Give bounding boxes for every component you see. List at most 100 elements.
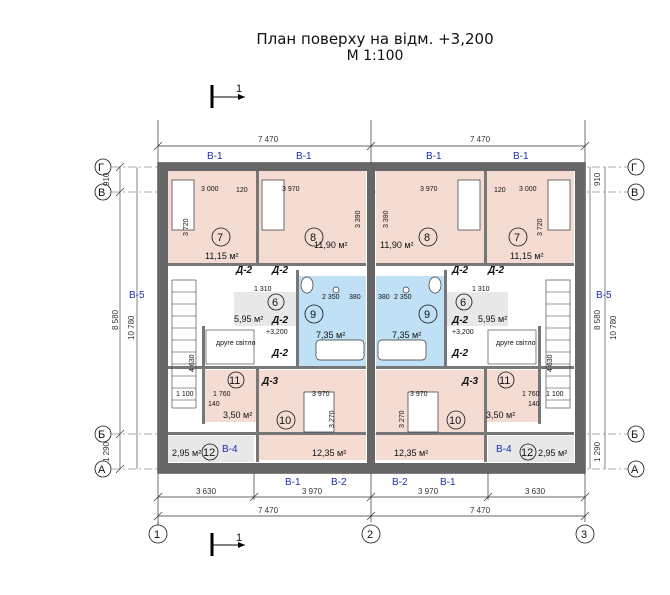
door-label: Д-3 — [461, 376, 479, 387]
dim-bottom-total: 7 470 — [258, 506, 279, 515]
room-dim: 3 970 — [312, 391, 330, 398]
stair-right — [487, 279, 571, 409]
dim-left-10780: 10 780 — [127, 315, 136, 340]
dim-right-8580: 8 580 — [593, 309, 602, 330]
room-area: 2,95 м² — [538, 448, 567, 458]
room-area: 5,95 м² — [234, 314, 263, 324]
axis-label-V: В — [98, 187, 105, 199]
dim-right-10780: 10 780 — [609, 315, 618, 340]
room-area: 11,90 м² — [314, 240, 348, 250]
room-number: 6 — [272, 297, 278, 309]
window-label: В-4 — [222, 444, 238, 455]
axis-label-B: Б — [631, 429, 638, 441]
room-dim: 3 970 — [410, 391, 428, 398]
dim-bottom-total: 7 470 — [470, 506, 491, 515]
plan-scale: М 1:100 — [346, 48, 404, 64]
window-label: В-1 — [285, 477, 301, 488]
room-number: 10 — [449, 415, 461, 427]
dim-top-right: 7 470 — [470, 135, 491, 144]
room-area: 7,35 м² — [316, 330, 345, 340]
window-label: В-1 — [440, 477, 456, 488]
dim-bottom-part: 3 630 — [525, 487, 546, 496]
room-dim: 1 310 — [472, 286, 490, 293]
room-dim: 4 630 — [547, 354, 554, 372]
dim-left-1290: 1 290 — [102, 441, 111, 462]
window-label: В-5 — [596, 290, 612, 301]
section-mark-label: 1 — [236, 532, 242, 544]
room-number: 8 — [424, 232, 430, 244]
room-circles — [201, 227, 537, 461]
dim-bottom-part: 3 970 — [418, 487, 439, 496]
room-number: 7 — [514, 232, 520, 244]
axis-label-3: 3 — [581, 529, 587, 541]
dim-top-left: 7 470 — [258, 135, 279, 144]
axis-label-G: Г — [631, 162, 637, 174]
dim-left-910: 910 — [102, 172, 111, 186]
room-number: 10 — [279, 415, 291, 427]
door-label: Д-3 — [261, 376, 279, 387]
beds — [171, 179, 571, 433]
room-dim: 380 — [378, 294, 390, 301]
room-dim: 3 390 — [383, 210, 390, 228]
door-label: Д-2 — [271, 348, 289, 359]
door-label: Д-2 — [487, 265, 505, 276]
stair-left — [171, 279, 255, 409]
window-label: В-1 — [207, 151, 223, 162]
stair-note-right: друге світло — [496, 339, 536, 347]
room-dim: 3 270 — [329, 410, 336, 428]
room-dim: 1 760 — [522, 391, 540, 398]
axis-label-B: Б — [98, 429, 105, 441]
window-label: В-1 — [296, 151, 312, 162]
room-dim: 3 720 — [537, 218, 544, 236]
room-area: 12,35 м² — [312, 448, 346, 458]
room-area: 11,15 м² — [510, 251, 544, 261]
door-label: Д-2 — [271, 265, 289, 276]
room-dim: 2 350 — [322, 294, 340, 301]
room-dim: 3 390 — [355, 210, 362, 228]
axis-bubbles-left — [94, 158, 645, 478]
room-dim: 380 — [349, 294, 361, 301]
door-label: Д-2 — [451, 265, 469, 276]
door-label: Д-2 — [271, 315, 289, 326]
axis-label-A: А — [98, 464, 106, 476]
room-dim: 1 100 — [176, 391, 194, 398]
bath-fixtures — [300, 276, 442, 361]
section-mark-bottom: 1 — [210, 532, 245, 556]
window-label: В-1 — [426, 151, 442, 162]
plan-title: План поверху на відм. +3,200 — [256, 30, 494, 48]
room-area: 3,50 м² — [223, 410, 252, 420]
room-number: 12 — [521, 447, 533, 459]
axis-label-A: А — [631, 464, 639, 476]
level-mark: +3,200 — [452, 329, 474, 336]
door-label: Д-2 — [235, 265, 253, 276]
dim-right-1290: 1 290 — [593, 441, 602, 462]
room-number: 11 — [229, 375, 240, 387]
stair-note-left: друге світло — [216, 339, 256, 347]
window-label: В-2 — [331, 477, 347, 488]
room-area: 7,35 м² — [392, 330, 421, 340]
room-area: 2,95 м² — [172, 448, 201, 458]
window-label: В-1 — [513, 151, 529, 162]
axis-label-V: В — [631, 187, 638, 199]
room-dim: 3 970 — [282, 186, 300, 193]
room-dim: 3 000 — [519, 186, 537, 193]
room-number: 8 — [310, 232, 316, 244]
room-fills — [168, 171, 574, 462]
room-dim: 4 630 — [189, 354, 196, 372]
room-area: 11,15 м² — [205, 251, 239, 261]
axis-label-2: 2 — [367, 529, 373, 541]
window-label: В-4 — [496, 444, 512, 455]
room-dim: 3 970 — [420, 186, 438, 193]
room-number: 9 — [310, 309, 316, 321]
room-area: 12,35 м² — [394, 448, 428, 458]
room-number: 7 — [217, 232, 223, 244]
room-area: 5,95 м² — [478, 314, 507, 324]
interior-walls — [168, 171, 574, 462]
room-number: 12 — [203, 447, 215, 459]
room-dim: 120 — [494, 187, 506, 194]
door-label: Д-2 — [451, 315, 469, 326]
room-dim: 3 270 — [399, 410, 406, 428]
window-label: В-5 — [129, 290, 145, 301]
left-dimensions — [115, 162, 606, 474]
